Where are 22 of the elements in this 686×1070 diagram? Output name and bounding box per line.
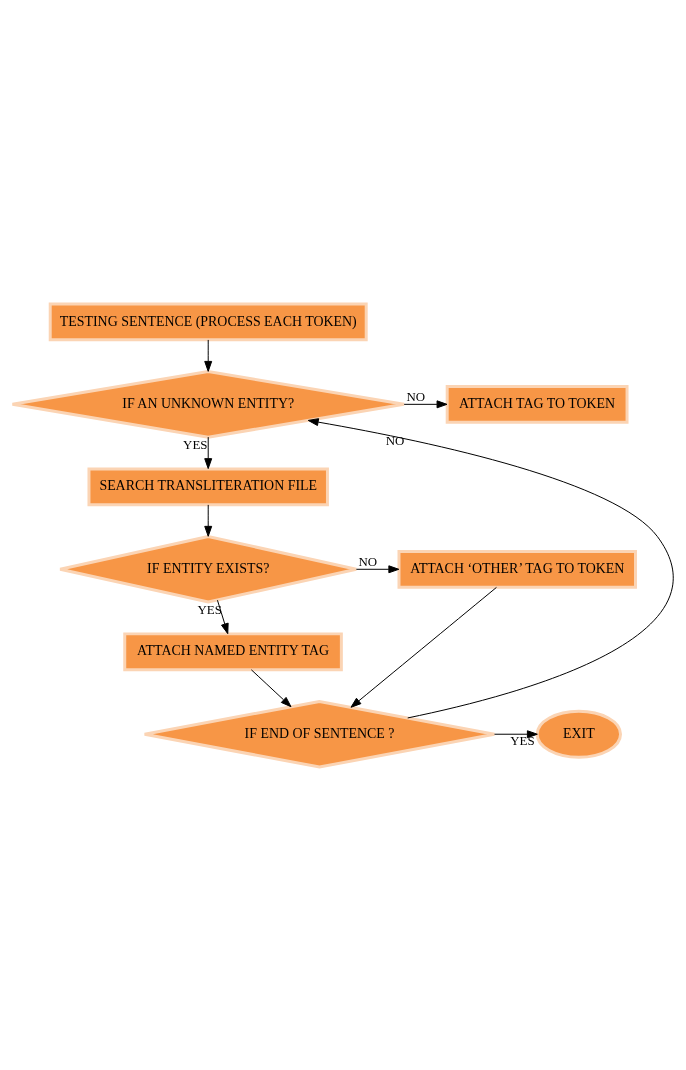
node-box: ATTACH TAG TO TOKEN bbox=[445, 384, 629, 424]
arrow bbox=[204, 436, 213, 469]
node-box: SEARCH TRANSLITERATION FILE bbox=[87, 466, 329, 506]
node-box: ATTACH NAMED ENTITY TAG bbox=[123, 631, 343, 671]
node-diamond: IF ENTITY EXISTS? bbox=[58, 534, 358, 604]
edge-label: YES bbox=[183, 436, 208, 452]
arrow bbox=[307, 417, 674, 718]
arrow bbox=[403, 399, 448, 408]
arrow bbox=[350, 586, 497, 708]
arrow bbox=[494, 729, 538, 738]
arrow bbox=[204, 503, 213, 537]
arrow bbox=[216, 599, 229, 634]
arrow bbox=[250, 668, 292, 707]
arrow bbox=[204, 338, 213, 372]
node-ellipse: EXIT bbox=[535, 709, 622, 759]
edge-label: NO bbox=[358, 553, 378, 569]
edge-label: NO bbox=[406, 388, 426, 404]
node-box: TESTING SENTENCE (PROCESS EACH TOKEN) bbox=[48, 302, 368, 341]
edge-label: YES bbox=[197, 601, 222, 617]
node-box: ATTACH ‘OTHER’ TAG TO TOKEN bbox=[397, 549, 637, 589]
arrow bbox=[355, 564, 400, 573]
edge-label: YES bbox=[510, 732, 535, 748]
